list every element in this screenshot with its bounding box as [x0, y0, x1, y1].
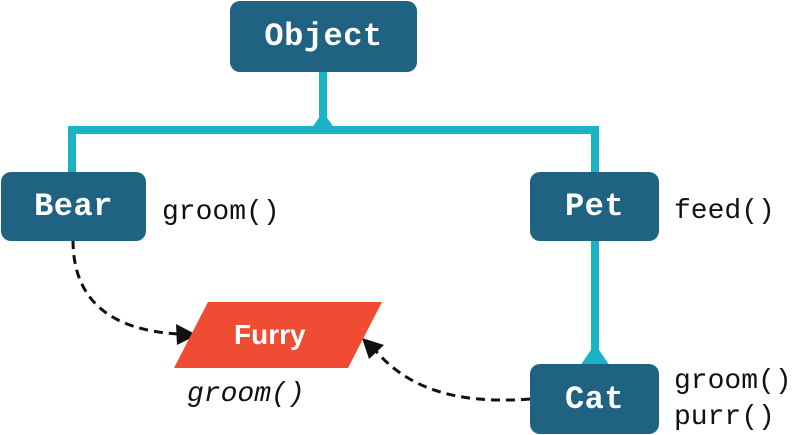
bear-furry-arrowhead — [176, 324, 197, 345]
bear-method-groom: groom() — [162, 197, 280, 228]
pet-method-feed: feed() — [674, 196, 775, 227]
bear-furry-dependency — [71, 239, 197, 345]
cat-furry-dashed-line — [373, 349, 531, 402]
cat-class-label: Cat — [564, 380, 625, 418]
cat-furry-arrowhead — [362, 338, 384, 359]
bear-class-box[interactable]: Bear — [1, 172, 146, 241]
pet-class-label: Pet — [564, 188, 625, 225]
furry-interface-shape — [174, 302, 382, 368]
bear-furry-dashed-line — [71, 239, 179, 336]
cat-class-box[interactable]: Cat — [530, 364, 659, 434]
object-class-box[interactable]: Object — [230, 1, 417, 72]
object-class-label: Object — [264, 18, 383, 55]
object-children-bar — [68, 126, 599, 172]
object-inheritance-arrowhead — [309, 112, 337, 132]
pet-class-box[interactable]: Pet — [530, 172, 659, 241]
inheritance-tree — [68, 72, 599, 172]
pet-inheritance-arrowhead — [580, 344, 610, 366]
furry-interface-label[interactable]: Furry — [234, 319, 306, 350]
cat-method-purr: purr() — [674, 402, 775, 433]
bear-class-label: Bear — [34, 188, 113, 225]
pet-cat-inheritance — [580, 240, 610, 366]
cat-method-groom: groom() — [674, 366, 792, 397]
furry-method-groom: groom() — [187, 379, 305, 410]
cat-furry-dependency — [362, 338, 531, 402]
